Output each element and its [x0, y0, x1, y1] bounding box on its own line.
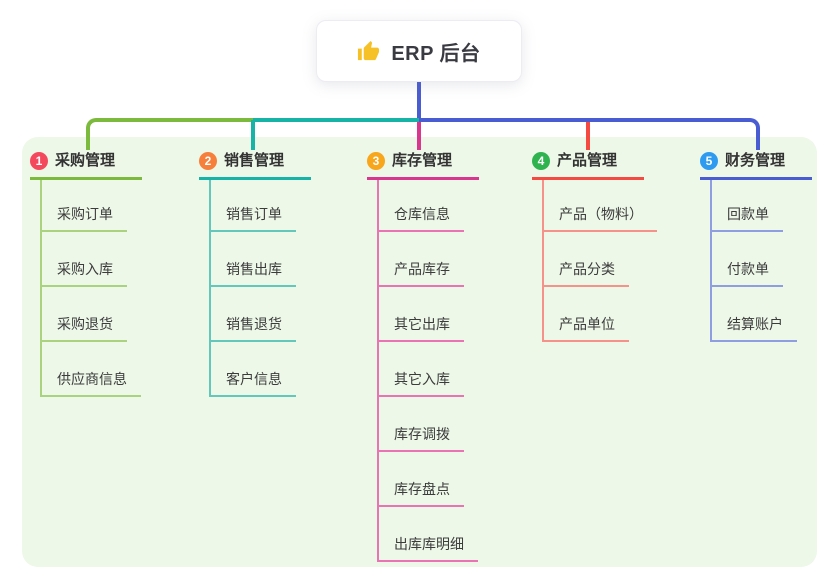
branch-item[interactable]: 采购订单: [40, 180, 127, 232]
branch-item[interactable]: 回款单: [710, 180, 783, 232]
branch-item[interactable]: 库存盘点: [377, 452, 464, 507]
branch-items: 仓库信息 产品库存 其它出库 其它入库 库存调拨 库存盘点 出库库明细: [367, 180, 479, 562]
root-node[interactable]: ERP 后台: [316, 20, 522, 82]
branch-number-badge: 1: [30, 151, 48, 170]
branch-title-inventory[interactable]: 3 库存管理: [367, 150, 479, 180]
connector-branch-3-drop: [417, 122, 421, 150]
root-title: ERP 后台: [391, 42, 481, 65]
branch-purchase: 1 采购管理 采购订单 采购入库 采购退货 供应商信息: [30, 150, 142, 397]
connector-branch-4-drop: [586, 122, 590, 150]
branch-number-badge: 5: [700, 151, 718, 170]
branch-number-badge: 4: [532, 151, 550, 170]
branch-vertical-line: [40, 180, 42, 397]
connector-branch-1-line: [86, 118, 253, 150]
branch-item[interactable]: 付款单: [710, 232, 783, 287]
branch-vertical-line: [542, 180, 544, 342]
branch-vertical-line: [377, 180, 379, 562]
connector-branch-2-drop: [251, 120, 255, 150]
branch-product: 4 产品管理 产品（物料） 产品分类 产品单位: [532, 150, 657, 342]
branch-sales: 2 销售管理 销售订单 销售出库 销售退货 客户信息: [199, 150, 311, 397]
branch-item[interactable]: 销售订单: [209, 180, 296, 232]
branch-items: 采购订单 采购入库 采购退货 供应商信息: [30, 180, 142, 397]
branch-item[interactable]: 销售退货: [209, 287, 296, 342]
branch-item[interactable]: 出库库明细: [377, 507, 478, 562]
branch-number-badge: 2: [199, 151, 217, 170]
branch-items: 销售订单 销售出库 销售退货 客户信息: [199, 180, 311, 397]
connector-branch-5-line: [419, 118, 760, 150]
root-stem-connector: [417, 82, 421, 118]
branch-label: 库存管理: [392, 152, 453, 169]
branch-item[interactable]: 采购退货: [40, 287, 127, 342]
branch-item[interactable]: 其它出库: [377, 287, 464, 342]
branch-item[interactable]: 供应商信息: [40, 342, 141, 397]
branch-vertical-line: [710, 180, 712, 342]
branch-number-badge: 3: [367, 151, 385, 170]
thumbs-up-icon: [358, 40, 380, 60]
branch-label: 采购管理: [55, 152, 116, 169]
branch-item[interactable]: 销售出库: [209, 232, 296, 287]
branch-label: 产品管理: [557, 152, 618, 169]
branches-panel: [22, 137, 817, 567]
branch-title-purchase[interactable]: 1 采购管理: [30, 150, 142, 180]
branch-finance: 5 财务管理 回款单 付款单 结算账户: [700, 150, 812, 342]
branch-title-finance[interactable]: 5 财务管理: [700, 150, 812, 180]
branch-items: 产品（物料） 产品分类 产品单位: [532, 180, 657, 342]
branch-vertical-line: [209, 180, 211, 397]
branch-title-sales[interactable]: 2 销售管理: [199, 150, 311, 180]
branch-item[interactable]: 产品库存: [377, 232, 464, 287]
branch-item[interactable]: 其它入库: [377, 342, 464, 397]
branch-inventory: 3 库存管理 仓库信息 产品库存 其它出库 其它入库 库存调拨 库存盘点 出库库…: [367, 150, 479, 562]
branch-label: 销售管理: [224, 152, 285, 169]
branch-item[interactable]: 库存调拨: [377, 397, 464, 452]
branch-item[interactable]: 结算账户: [710, 287, 797, 342]
branch-item[interactable]: 采购入库: [40, 232, 127, 287]
connector-branch-2-line: [253, 118, 419, 122]
branch-item[interactable]: 产品（物料）: [542, 180, 657, 232]
branch-item[interactable]: 产品分类: [542, 232, 629, 287]
branch-item[interactable]: 客户信息: [209, 342, 296, 397]
branch-item[interactable]: 产品单位: [542, 287, 629, 342]
branch-label: 财务管理: [725, 152, 786, 169]
branch-items: 回款单 付款单 结算账户: [700, 180, 812, 342]
branch-item[interactable]: 仓库信息: [377, 180, 464, 232]
branch-title-product[interactable]: 4 产品管理: [532, 150, 644, 180]
